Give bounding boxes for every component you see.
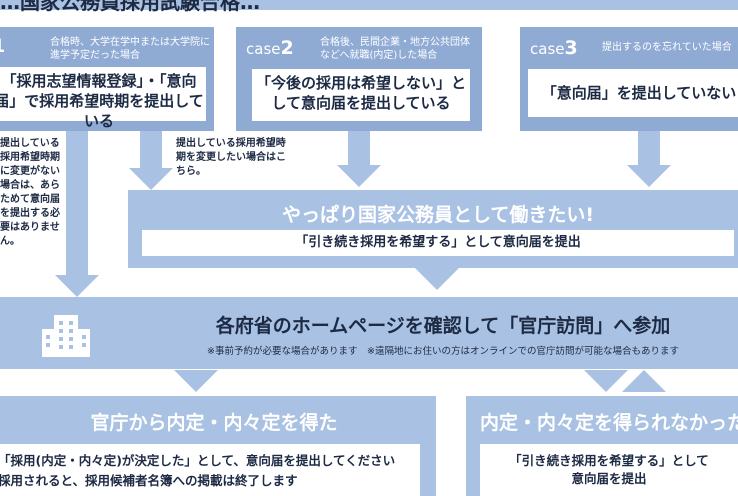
yappari-title: やっぱり国家公務員として働きたい! [281, 204, 595, 226]
case2-box: 「今後の採用は希望しない」として意向届を提出している [252, 69, 470, 121]
yappari-sub: 「引き続き採用を希望する」として意向届を提出 [142, 230, 734, 256]
case1-box: 「採用志望情報登録」・「意向届」で採用希望時期を提出している [0, 67, 206, 130]
case1-tag: 1 [0, 35, 5, 57]
visit-panel: 各府省のホームページを確認して「官庁訪問」へ参加 ※事前予約が必要な場合がありま… [0, 297, 738, 369]
page-title: …国家公務員採用試験合格… [0, 0, 260, 14]
case1-panel: 1 合格時、大学在学中または大学院に進学予定だった場合 「採用志望情報登録」・「… [0, 27, 214, 131]
connector-case2 [348, 131, 370, 165]
offer-yes-box: 「採用(内定・内々定)が決定した」として、意向届を提出してください 採用されると… [0, 444, 420, 496]
visit-title: 各府省のホームページを確認して「官庁訪問」へ参加 [215, 315, 671, 337]
connector-case3 [638, 131, 660, 165]
case3-head: 提出するのを忘れていた場合 [602, 42, 732, 53]
visit-note: ※事前予約が必要な場合があります ※遠隔地にお住いの方はオンラインでの官庁訪問が… [207, 346, 679, 357]
building-icon [40, 311, 92, 359]
connector-case1-bottom [66, 261, 88, 275]
connector-case1-down [66, 131, 88, 261]
case3-tag: case3 [530, 37, 578, 59]
left-note: 提出している採用希望時期に変更がない場合は、あらためて意向届を提出する必要はあり… [0, 138, 60, 247]
case3-tag-num: 3 [564, 37, 578, 59]
case2-tag-prefix: case [246, 40, 281, 58]
offer-yes-text1: 「採用(内定・内々定)が決定した」として、意向届を提出してください [0, 453, 396, 468]
case2-panel: case2 合格後、民間企業・地方公共団体などへ就職(内定)した場合 「今後の採… [236, 27, 482, 131]
arrow-case1-bottom [55, 275, 99, 297]
title-bar: …国家公務員採用試験合格… [0, 0, 738, 14]
arrow-case1-mid [129, 168, 173, 190]
offer-no-panel: 内定・内々定を得られなかった 「引き続き採用を希望する」として 意向届を提出 [466, 396, 738, 496]
offer-no-box: 「引き続き採用を希望する」として 意向届を提出 [480, 444, 738, 496]
case1-tag-num: 1 [0, 35, 5, 57]
case1-head: 合格時、大学在学中または大学院に進学予定だった場合 [50, 37, 210, 61]
offer-no-title: 内定・内々定を得られなかった [480, 412, 738, 434]
connector-case1-mid [140, 131, 162, 175]
arrow-case3 [627, 165, 671, 187]
offer-no-text2: 意向届を提出 [571, 471, 647, 486]
case2-tag-num: 2 [280, 37, 294, 59]
case2-head: 合格後、民間企業・地方公共団体などへ就職(内定)した場合 [320, 37, 470, 61]
offer-no-text1: 「引き続き採用を希望する」として [509, 453, 709, 468]
arrow-up-from-offer-no [622, 370, 666, 392]
arrow-case2 [337, 165, 381, 187]
case3-box: 「意向届」を提出していない [528, 69, 738, 117]
middle-note: 提出している採用希望時期を変更したい場合はこちら。 [176, 138, 286, 177]
offer-yes-title: 官庁から内定・内々定を得た [90, 412, 338, 434]
arrow-to-offer-no [584, 370, 628, 392]
arrow-yappari-down [415, 268, 459, 290]
yappari-panel: やっぱり国家公務員として働きたい! 「引き続き採用を希望する」として意向届を提出 [128, 190, 738, 268]
arrow-to-offer-yes [174, 370, 218, 392]
offer-yes-panel: 官庁から内定・内々定を得た 「採用(内定・内々定)が決定した」として、意向届を提… [0, 396, 436, 496]
case2-tag: case2 [246, 37, 294, 59]
case3-tag-prefix: case [530, 40, 565, 58]
case3-panel: case3 提出するのを忘れていた場合 「意向届」を提出していない [520, 27, 738, 131]
